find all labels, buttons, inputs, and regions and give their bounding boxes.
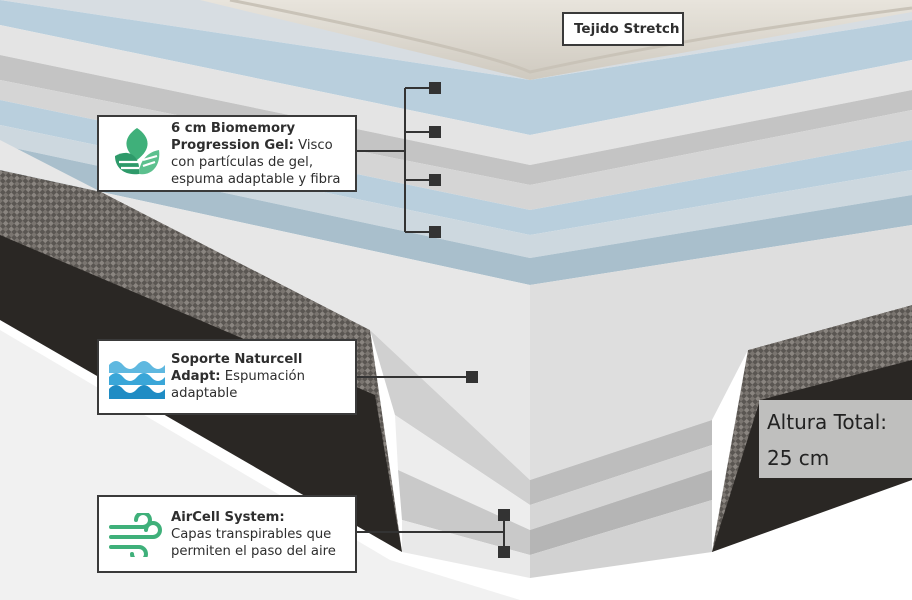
biomemory-gel-callout: 6 cm Biomemory Progression Gel: Visco co… (97, 115, 357, 192)
waves-icon (109, 357, 165, 403)
biomemory-gel-text: 6 cm Biomemory Progression Gel: Visco co… (171, 120, 357, 188)
foam-layers (0, 0, 912, 578)
leaf-icon (109, 126, 165, 186)
naturcell-callout: Soporte Naturcell Adapt: Espumación adap… (97, 339, 357, 415)
total-height-value: 25 cm (767, 446, 830, 470)
aircell-title: AirCell System: (171, 510, 285, 525)
biomemory-gel-title: 6 cm Biomemory Progression Gel: (171, 121, 296, 153)
naturcell-title: Soporte Naturcell Adapt: (171, 352, 303, 384)
tejido-stretch-label: Tejido Stretch (562, 12, 684, 46)
naturcell-text: Soporte Naturcell Adapt: Espumación adap… (171, 351, 351, 402)
leader-lines (357, 82, 510, 558)
naturcell-description: Espumación adaptable (171, 369, 305, 401)
tejido-stretch-title: Tejido Stretch (574, 21, 680, 37)
quilted-top-fabric (200, 0, 912, 80)
total-height-label: Altura Total: (767, 410, 888, 434)
aircell-description: Capas transpirables que permiten el paso… (171, 527, 336, 559)
wind-icon (109, 511, 165, 563)
aircell-text: AirCell System: Capas transpirables que p… (171, 509, 355, 560)
aircell-callout: AirCell System: Capas transpirables que p… (97, 495, 357, 573)
total-height-badge: Altura Total: 25 cm (759, 400, 912, 478)
biomemory-gel-description: Visco con partículas de gel, espuma adap… (171, 138, 341, 187)
